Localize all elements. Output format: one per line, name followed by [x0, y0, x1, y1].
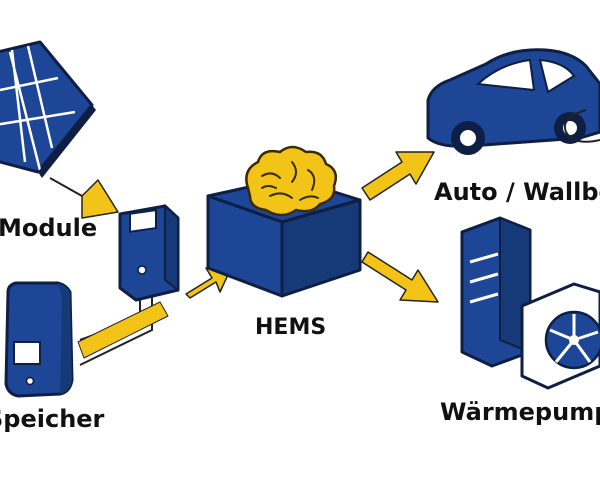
node-label-speicher: Speicher	[0, 405, 105, 433]
arrow-hems-to-auto	[361, 151, 435, 201]
inverter-icon	[118, 203, 180, 318]
heat-pump-icon	[460, 216, 600, 390]
electric-car-icon	[426, 48, 600, 155]
node-label-module: Module	[0, 214, 98, 242]
node-label-hems: HEMS	[255, 315, 327, 340]
cable-speicher-to-hems	[77, 301, 169, 366]
battery-storage-icon	[4, 281, 74, 398]
arrow-module-to-inverter	[49, 177, 119, 219]
brain-box-icon	[206, 145, 362, 298]
node-label-auto: Auto / Wallbox	[434, 178, 600, 206]
node-label-waermepumpe: Wärmepumpe	[440, 398, 600, 426]
arrow-hems-to-waermepumpe	[361, 251, 439, 303]
solar-panel-icon	[0, 40, 96, 178]
